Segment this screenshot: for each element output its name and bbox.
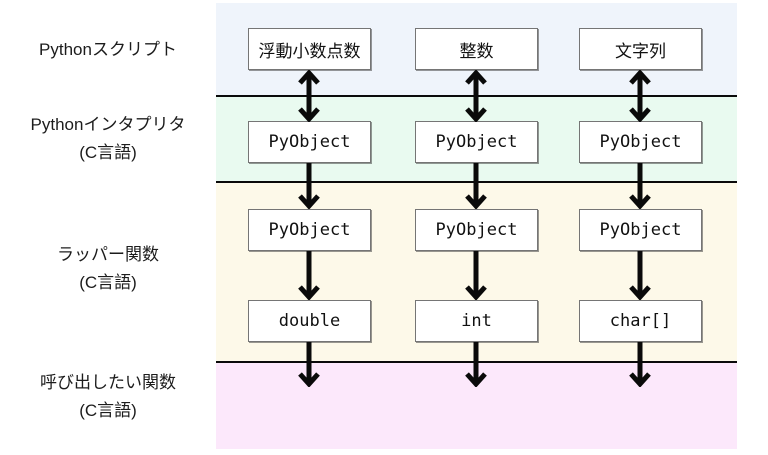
box-wrapper-pyobject-3: PyObject [579, 209, 702, 251]
bidirectional-arrow-icon [296, 70, 322, 122]
box-wrapper-pyobject-1: PyObject [248, 209, 371, 251]
box-script-int: 整数 [415, 28, 538, 70]
layer-label-line: Pythonインタプリタ [30, 115, 186, 134]
down-arrow-icon [463, 163, 489, 209]
layer-label-python-script: Pythonスクリプト [5, 36, 211, 64]
box-script-float: 浮動小数点数 [248, 28, 371, 70]
layer-label-python-interpreter: Pythonインタプリタ (C言語) [5, 111, 211, 167]
down-arrow-icon [296, 163, 322, 209]
layer-label-line: ラッパー関数 [57, 245, 159, 264]
layer-label-line: (C言語) [79, 143, 137, 162]
down-arrow-icon [627, 342, 653, 387]
down-arrow-icon [463, 342, 489, 387]
box-interpreter-pyobject-2: PyObject [415, 121, 538, 163]
box-script-string: 文字列 [579, 28, 702, 70]
box-wrapper-pyobject-2: PyObject [415, 209, 538, 251]
box-ctype-int: int [415, 300, 538, 342]
box-interpreter-pyobject-1: PyObject [248, 121, 371, 163]
box-ctype-double: double [248, 300, 371, 342]
layer-label-line: (C言語) [79, 401, 137, 420]
box-ctype-char-array: char[] [579, 300, 702, 342]
layer-label-line: Pythonスクリプト [39, 40, 177, 59]
layer-label-wrapper-function: ラッパー関数 (C言語) [5, 241, 211, 297]
down-arrow-icon [463, 251, 489, 300]
layer-label-target-function: 呼び出したい関数 (C言語) [5, 369, 211, 425]
down-arrow-icon [296, 342, 322, 387]
down-arrow-icon [627, 251, 653, 300]
box-interpreter-pyobject-3: PyObject [579, 121, 702, 163]
bidirectional-arrow-icon [627, 70, 653, 122]
layer-label-line: (C言語) [79, 273, 137, 292]
down-arrow-icon [296, 251, 322, 300]
bidirectional-arrow-icon [463, 70, 489, 122]
layer-label-line: 呼び出したい関数 [40, 373, 176, 392]
down-arrow-icon [627, 163, 653, 209]
